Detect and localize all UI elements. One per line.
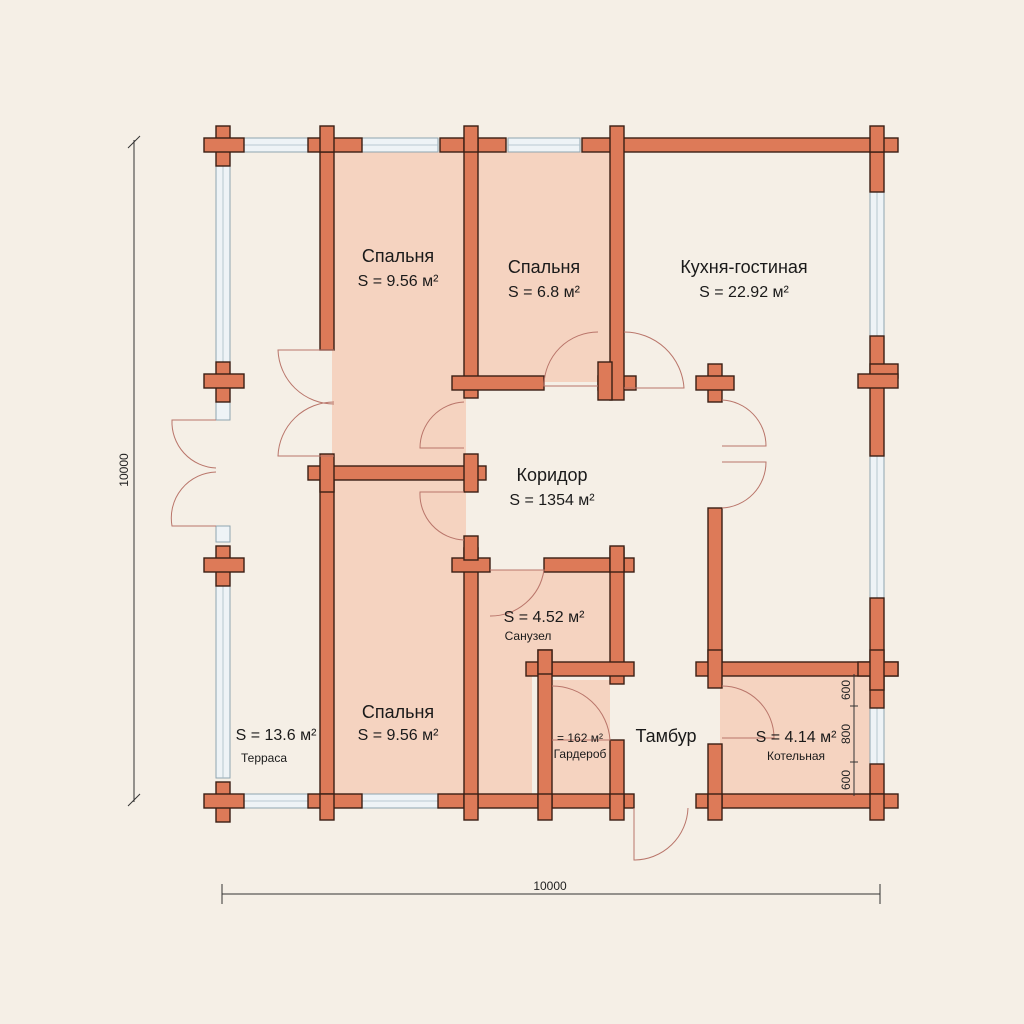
cross-bottom-2-v — [463, 793, 479, 821]
cross-top-3-v — [869, 125, 885, 153]
label-boiler-area: S = 4.14 м² — [756, 729, 837, 746]
cross-bath-top — [463, 535, 479, 561]
wall-bedroom1-left — [319, 137, 335, 351]
door-bedroom1 — [419, 401, 465, 449]
window-terrace-left-2 — [215, 401, 231, 421]
cross-bottom-5-v — [707, 793, 723, 821]
wall-bathroom-bottom — [525, 661, 635, 677]
wall-kitchen-left — [609, 125, 625, 401]
label-bedroom2-area: S = 6.8 м² — [508, 284, 581, 301]
post-terrace-top-h — [203, 137, 245, 153]
cross-bottom-1-v — [319, 793, 335, 821]
fill-bathroom-lower — [476, 666, 532, 796]
fill-bedroom-2 — [478, 152, 610, 382]
window-terrace-left-3 — [215, 525, 231, 543]
cross-right-2-v — [869, 649, 885, 691]
label-bedroom2-name: Спальня — [508, 257, 580, 277]
cross-mid-left — [319, 453, 335, 493]
dimensions: 10000 10000 600 800 600 — [117, 135, 881, 904]
cross-bed2-right — [597, 361, 613, 401]
cross-top-1 — [307, 137, 363, 153]
cross-wardrobe-top — [537, 649, 553, 675]
walls — [203, 125, 899, 823]
cross-bath-right-top — [609, 545, 625, 573]
label-kitchen-name: Кухня-гостиная — [680, 257, 807, 277]
label-boiler-name: Котельная — [767, 749, 825, 763]
cross-top-1-v — [319, 125, 335, 153]
fill-bedroom-1 — [332, 152, 466, 466]
post-terrace-bottom-h — [203, 793, 245, 809]
dim-height-label: 10000 — [117, 453, 131, 487]
label-bedroom1-name: Спальня — [362, 246, 434, 266]
room-fills — [332, 152, 872, 796]
cross-boiler-left — [707, 649, 723, 689]
door-bathroom — [489, 569, 545, 617]
dim-tick-height-bottom — [127, 793, 141, 807]
cross-right-1-h — [857, 373, 899, 389]
label-corridor-area: S = 1354 м² — [509, 492, 595, 509]
wall-corridor-stub — [463, 453, 479, 493]
cross-top-2-v — [463, 125, 479, 153]
label-bathroom-area: S = 4.52 м² — [504, 609, 585, 626]
post-kitchen-h — [695, 375, 735, 391]
door-kitchen-c — [721, 461, 767, 509]
wall-bottom-right — [695, 793, 899, 809]
dim-right-2: 800 — [839, 724, 853, 744]
label-bedroom1-area: S = 9.56 м² — [358, 273, 439, 290]
door-bedroom3 — [419, 491, 465, 541]
fill-boiler — [720, 676, 872, 796]
room-labels: Спальня S = 9.56 м² Спальня S = 6.8 м² К… — [236, 246, 837, 765]
dim-right-3: 600 — [839, 770, 853, 790]
fill-bedroom-3 — [332, 480, 466, 796]
label-wardrobe-name: Гардероб — [554, 747, 607, 761]
fill-wardrobe — [552, 680, 610, 796]
label-terrace-area: S = 13.6 м² — [236, 727, 317, 744]
door-boiler — [721, 685, 775, 739]
wall-bedroom3-right — [463, 547, 479, 809]
door-kitchen-a — [623, 331, 685, 389]
label-bedroom3-area: S = 9.56 м² — [358, 727, 439, 744]
doors — [170, 331, 775, 861]
door-wardrobe — [551, 685, 611, 741]
door-bedroom1-terrace-a — [277, 349, 335, 405]
wall-bedroom3-left — [319, 465, 335, 809]
post-terrace-mid1-h — [203, 373, 245, 389]
cross-bottom-6-v — [869, 793, 885, 821]
label-bathroom-name: Санузел — [505, 629, 552, 643]
dim-tick-height-top — [127, 135, 141, 149]
dim-width-label: 10000 — [533, 879, 567, 893]
label-corridor-name: Коридор — [516, 465, 587, 485]
cross-bottom-4-v — [609, 793, 625, 821]
label-kitchen-area: S = 22.92 м² — [699, 284, 789, 301]
door-terrace-a — [171, 419, 217, 469]
label-terrace-name: Терраса — [241, 751, 287, 765]
door-bedroom2 — [543, 331, 599, 387]
door-terrace-b — [170, 471, 217, 527]
door-kitchen-b — [721, 399, 767, 447]
wall-top-right — [581, 137, 899, 153]
post-terrace-mid2-h — [203, 557, 245, 573]
door-entrance — [633, 807, 689, 861]
dim-right-1: 600 — [839, 680, 853, 700]
wall-bedroom-divider — [307, 465, 487, 481]
wall-right-1 — [869, 151, 885, 193]
label-vestibule-name: Тамбур — [635, 726, 696, 746]
door-bedroom1-terrace-b — [277, 401, 335, 457]
cross-bottom-3-v — [537, 793, 553, 821]
wall-bottom-mid — [437, 793, 635, 809]
label-bedroom3-name: Спальня — [362, 702, 434, 722]
wall-bedroom1-right — [463, 137, 479, 399]
wall-bedroom2-bottom — [451, 375, 545, 391]
label-wardrobe-area: = 162 м² — [557, 731, 603, 745]
wall-right-2 — [869, 335, 885, 457]
cross-bottom-1 — [307, 793, 363, 809]
